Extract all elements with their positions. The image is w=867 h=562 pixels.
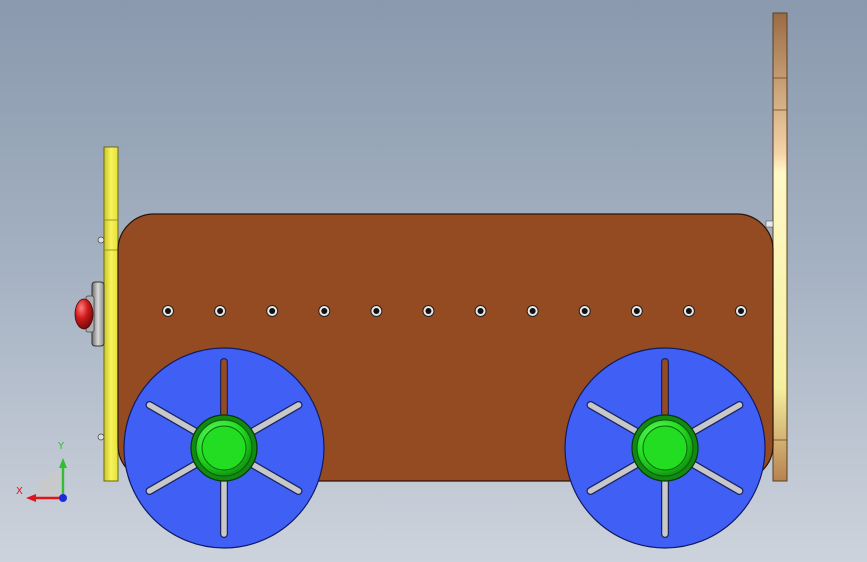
body-hole-row xyxy=(162,305,747,317)
wheel-hub xyxy=(190,414,258,482)
body-hole xyxy=(474,305,487,317)
wheel-spoke-slot xyxy=(249,401,303,435)
body-hole xyxy=(162,305,174,317)
wheel-spoke-slot xyxy=(145,401,199,435)
body-hole xyxy=(682,305,695,317)
body-hole xyxy=(526,305,539,317)
body-hole xyxy=(578,305,591,317)
body-hole xyxy=(370,305,383,317)
wheel-spoke-slot xyxy=(586,461,640,495)
axis-x-label: X xyxy=(16,486,23,497)
headlight xyxy=(74,281,105,347)
wheel-spoke-slot xyxy=(249,461,303,495)
body-hole xyxy=(266,305,279,317)
body-hole xyxy=(422,305,435,317)
body-hole xyxy=(318,305,331,317)
wheel-spoke-slot xyxy=(145,461,199,495)
wheel-spoke-slot xyxy=(586,401,640,435)
wheel-spoke-slot xyxy=(690,461,744,495)
axis-y-label: Y xyxy=(58,441,65,452)
wheel-spoke-slot xyxy=(690,401,744,435)
wheel-hub xyxy=(631,414,699,482)
rear-wheel xyxy=(564,347,766,549)
body-hole xyxy=(214,305,227,317)
wheels xyxy=(123,347,766,549)
body-hole xyxy=(735,305,747,317)
body-hole xyxy=(630,305,643,317)
front-wheel xyxy=(123,347,325,549)
axis-triad xyxy=(26,458,67,502)
